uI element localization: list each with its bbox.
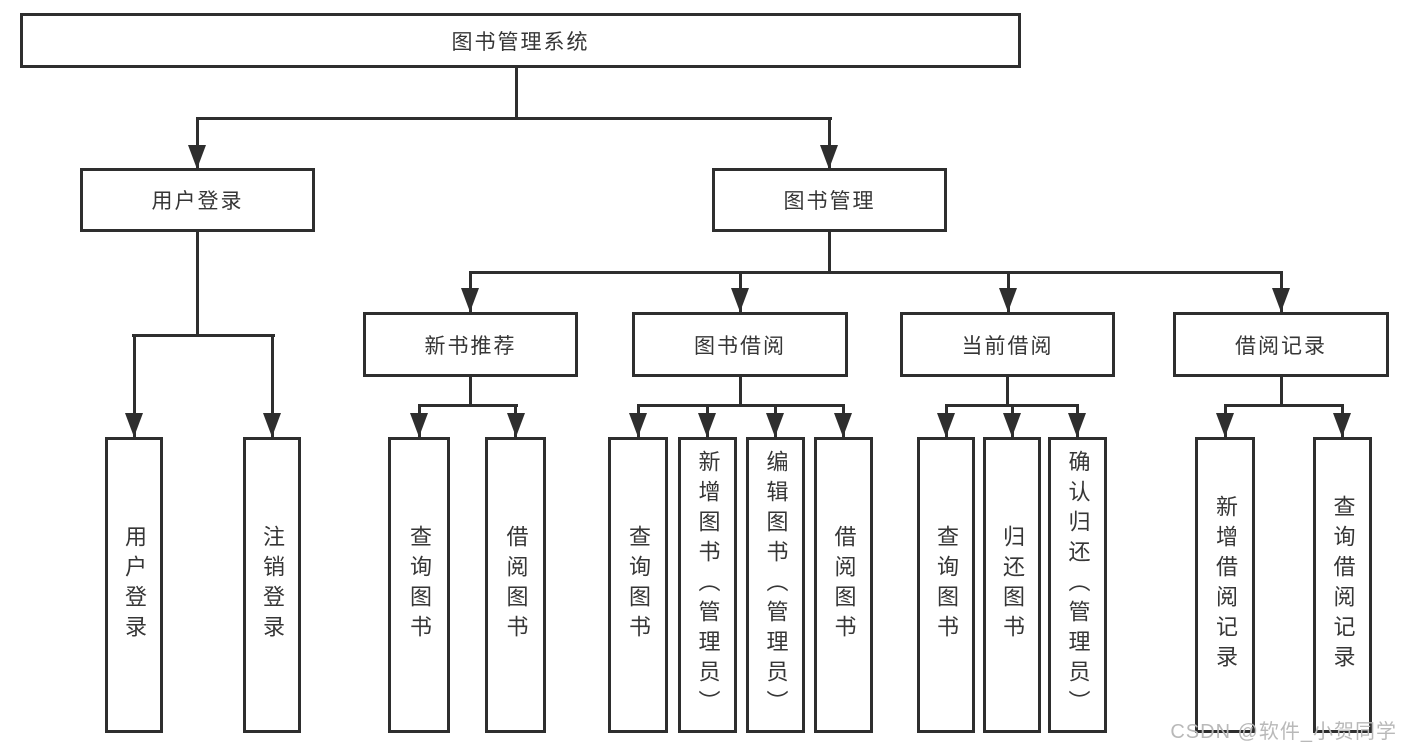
node-borrowing-records: 借阅记录 [1173, 312, 1389, 377]
leaf-query-borrow-record: 查询借阅记录 [1313, 437, 1372, 733]
arrow-down-icon [1272, 288, 1290, 312]
leaf-add-books-admin: 新增图书（管理员） [678, 437, 737, 733]
leaf-label: 查询图书 [407, 525, 432, 645]
leaf-borrow-books: 借阅图书 [485, 437, 546, 733]
connector-group-horizontal [418, 404, 518, 407]
connector-group-vertical [469, 377, 472, 407]
arrow-down-icon [1068, 413, 1086, 437]
leaf-label: 归还图书 [1000, 525, 1025, 645]
leaf-logout: 注销登录 [243, 437, 301, 733]
arrow-down-icon [999, 288, 1017, 312]
connector-group-vertical [739, 377, 742, 407]
leaf-user-login: 用户登录 [105, 437, 163, 733]
leaf-label: 确认归还（管理员） [1065, 450, 1091, 720]
leaf-label: 查询借阅记录 [1330, 495, 1356, 675]
leaf-query-books: 查询图书 [608, 437, 668, 733]
leaf-label: 注销登录 [260, 525, 285, 645]
node-new-book-recommend: 新书推荐 [363, 312, 578, 377]
arrow-down-icon [461, 288, 479, 312]
arrow-down-icon [629, 413, 647, 437]
arrow-down-icon [766, 413, 784, 437]
connector-stub-leaf [133, 334, 136, 437]
connector-group-horizontal [637, 404, 845, 407]
csdn-watermark: CSDN @软件_小贺同学 [1170, 721, 1397, 743]
leaf-label: 新增图书（管理员） [695, 450, 721, 720]
arrow-down-icon [834, 413, 852, 437]
arrow-down-icon [1333, 413, 1351, 437]
arrow-down-icon [507, 413, 525, 437]
connector-root-vertical [515, 68, 518, 119]
leaf-label: 新增借阅记录 [1213, 495, 1238, 675]
arrow-down-icon [698, 413, 716, 437]
connector-book-management-vertical [828, 232, 831, 274]
arrow-down-icon [1216, 413, 1234, 437]
node-current-borrowing: 当前借阅 [900, 312, 1115, 377]
arrow-down-icon [731, 288, 749, 312]
connector-stub-user-login [196, 117, 199, 168]
connector-book-management-horizontal [469, 271, 1282, 274]
connector-group-horizontal [1224, 404, 1344, 407]
connector-user-login-horizontal [132, 334, 275, 337]
leaf-label: 用户登录 [122, 525, 147, 645]
leaf-query-books: 查询图书 [917, 437, 975, 733]
connector-stub-leaf [271, 334, 274, 437]
leaf-edit-books-admin: 编辑图书（管理员） [746, 437, 805, 733]
node-user-login: 用户登录 [80, 168, 315, 232]
arrow-down-icon [1003, 413, 1021, 437]
arrow-down-icon [125, 413, 143, 437]
arrow-down-icon [410, 413, 428, 437]
connector-group-vertical [1280, 377, 1283, 407]
connector-user-login-vertical [196, 232, 199, 336]
leaf-label: 借阅图书 [831, 525, 857, 645]
leaf-label: 查询图书 [626, 525, 651, 645]
arrow-down-icon [937, 413, 955, 437]
connector-root-horizontal [196, 117, 832, 120]
arrow-down-icon [263, 413, 281, 437]
arrow-down-icon [820, 145, 838, 169]
leaf-label: 借阅图书 [503, 525, 529, 645]
node-root: 图书管理系统 [20, 13, 1021, 68]
node-book-management: 图书管理 [712, 168, 947, 232]
leaf-label: 查询图书 [934, 525, 959, 645]
leaf-borrow-books: 借阅图书 [814, 437, 873, 733]
connector-stub-book-management [828, 117, 831, 168]
leaf-add-borrow-record: 新增借阅记录 [1195, 437, 1255, 733]
leaf-confirm-return-admin: 确认归还（管理员） [1048, 437, 1107, 733]
node-book-borrowing: 图书借阅 [632, 312, 848, 377]
arrow-down-icon [188, 145, 206, 169]
leaf-return-books: 归还图书 [983, 437, 1041, 733]
connector-group-vertical [1006, 377, 1009, 407]
leaf-query-books: 查询图书 [388, 437, 450, 733]
leaf-label: 编辑图书（管理员） [763, 450, 789, 720]
